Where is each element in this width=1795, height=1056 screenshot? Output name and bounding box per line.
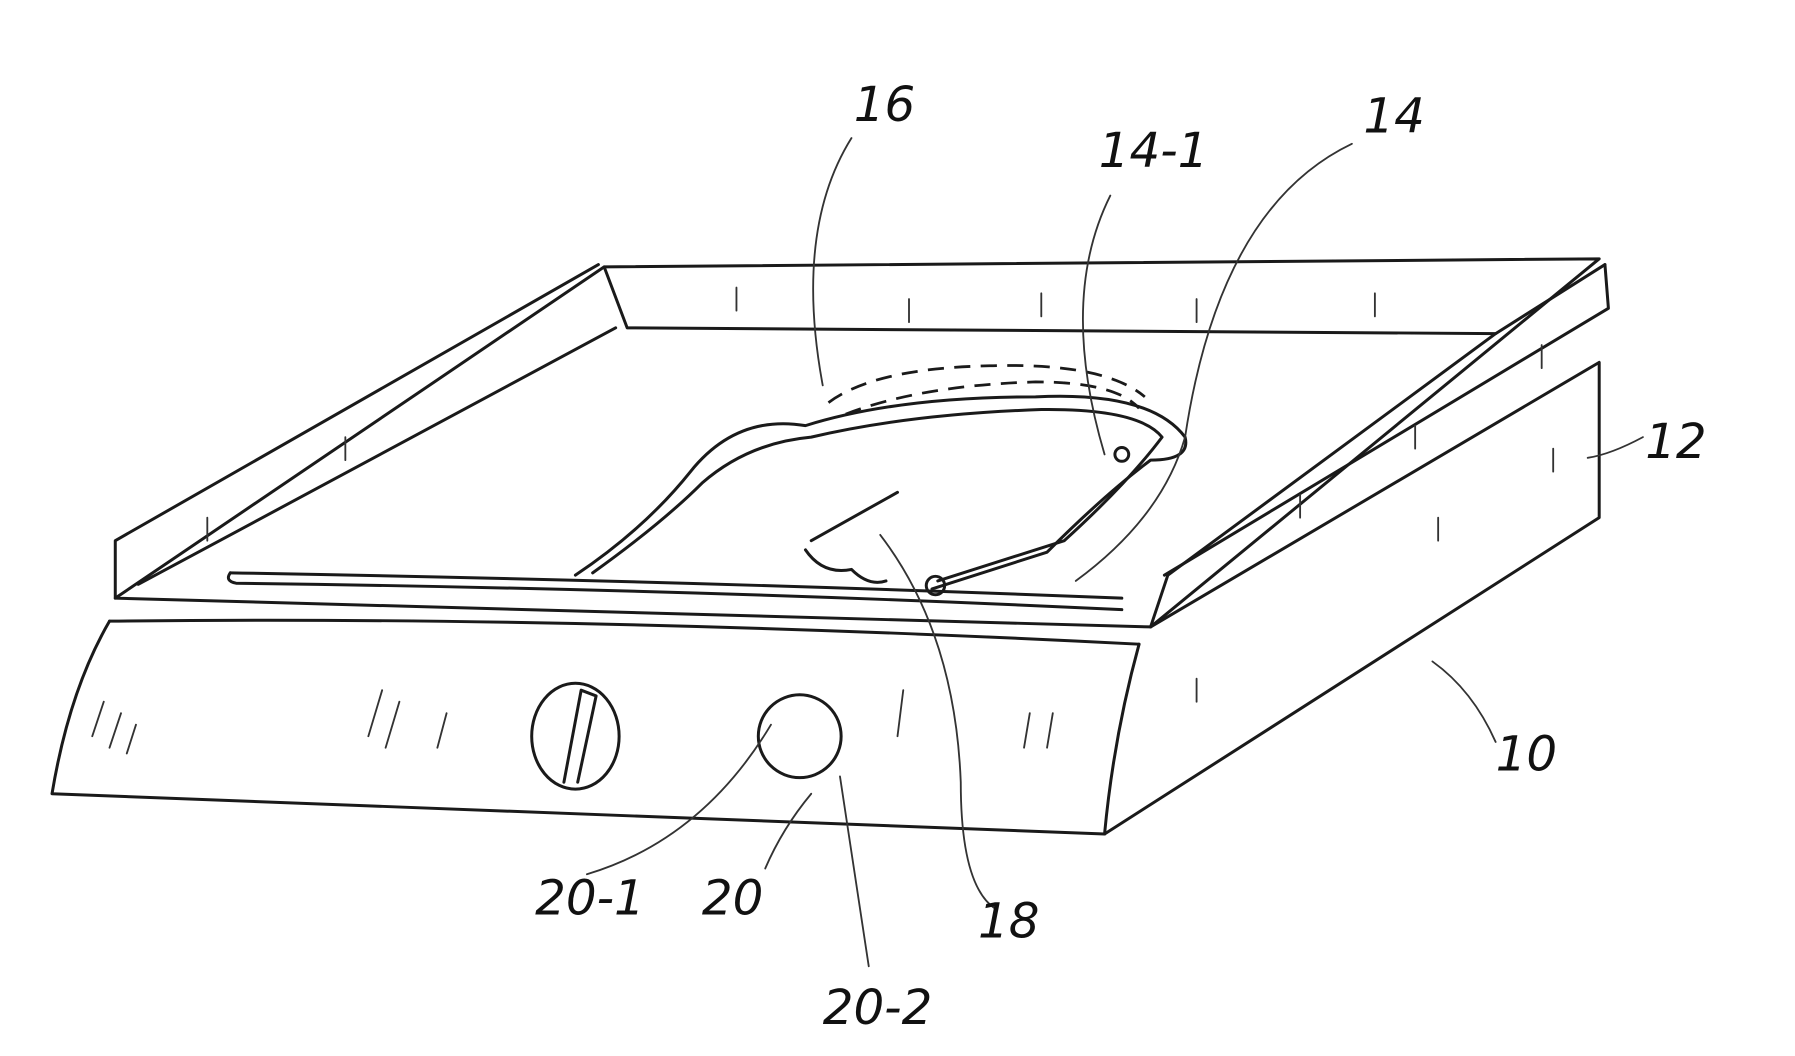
label-10: 10 (1496, 727, 1557, 783)
control-button (756, 693, 843, 780)
label-20-2: 20-2 (823, 980, 933, 1036)
label-20-1: 20-1 (535, 871, 645, 927)
heating-element (573, 364, 1188, 597)
label-20: 20 (702, 871, 763, 927)
leader-lines (585, 137, 1644, 968)
label-16: 16 (854, 77, 915, 133)
sensor-probe (803, 490, 899, 584)
shading-hatching (91, 286, 1555, 755)
label-18: 18 (978, 894, 1039, 950)
label-14: 14 (1363, 88, 1424, 144)
cooking-plate (113, 257, 1610, 629)
label-14-1: 14-1 (1099, 123, 1209, 179)
base-housing (50, 360, 1601, 836)
control-knob (530, 681, 621, 791)
label-12: 12 (1645, 414, 1706, 470)
